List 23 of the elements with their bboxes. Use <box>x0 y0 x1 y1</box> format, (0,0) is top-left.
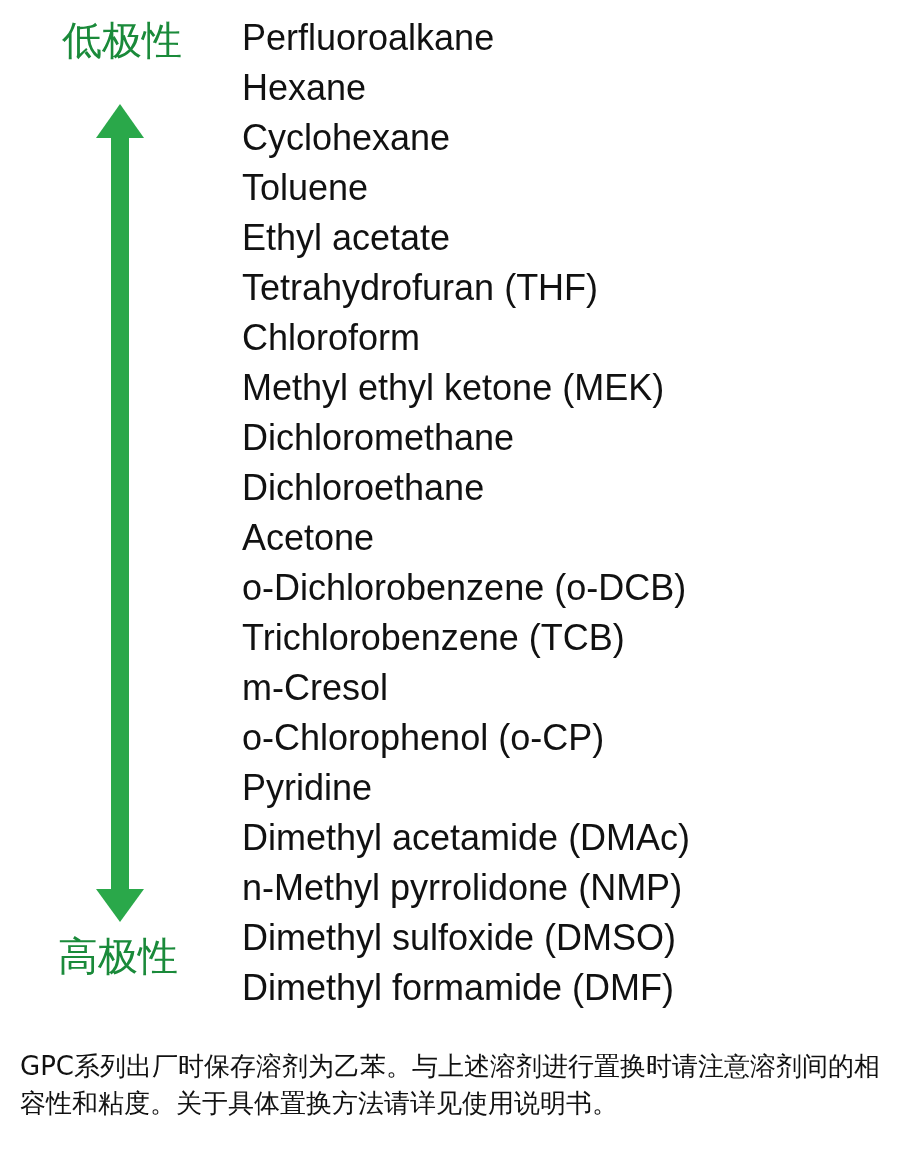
solvent-name: Chloroform <box>242 316 421 360</box>
solvent-name: Dichloromethane <box>242 416 515 460</box>
solvent-name: Dimethyl sulfoxide (DMSO) <box>242 916 677 960</box>
axis-label: 低极性 <box>62 16 182 64</box>
footnote: GPC系列出厂时保存溶剂为乙苯。与上述溶剂进行置换时请注意溶剂间的相容性和粘度。关于具体置换方法请详见使用说明书。 <box>20 1050 881 1120</box>
solvent-name: Pyridine <box>242 766 373 810</box>
solvent-name: Methyl ethyl ketone (MEK) <box>242 366 665 410</box>
solvent-name: Cyclohexane <box>242 116 451 160</box>
solvent-name: o-Chlorophenol (o-CP) <box>242 716 605 760</box>
solvent-name: Dichloroethane <box>242 466 485 510</box>
solvent-name: Dimethyl acetamide (DMAc) <box>242 816 691 860</box>
solvent-name: Dimethyl formamide (DMF) <box>242 966 675 1010</box>
solvent-name: Tetrahydrofuran (THF) <box>242 266 599 310</box>
solvent-name: Perfluoroalkane <box>242 16 495 60</box>
solvent-name: Toluene <box>242 166 369 210</box>
solvent-name: m-Cresol <box>242 666 388 710</box>
solvent-name: Hexane <box>242 66 367 110</box>
solvent-name: Acetone <box>242 516 375 560</box>
axis-label: 高极性 <box>58 932 178 980</box>
solvent-name: n-Methyl pyrrolidone (NMP) <box>242 866 683 910</box>
solvent-name: Trichlorobenzene (TCB) <box>242 616 625 660</box>
solvent-name: o-Dichlorobenzene (o-DCB) <box>242 566 687 610</box>
solvent-name: Ethyl acetate <box>242 216 451 260</box>
